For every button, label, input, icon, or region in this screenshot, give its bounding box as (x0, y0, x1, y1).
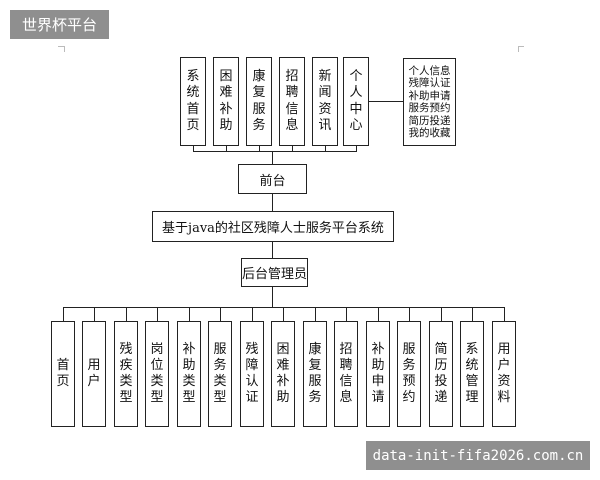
backend-module-label: 首页 (56, 357, 70, 389)
personal-center-item: 补助申请 (408, 89, 451, 102)
backend-module-label: 用户 (87, 357, 101, 389)
connector-frontend-drop (259, 146, 260, 152)
backend-module-service-booking: 服务预约 (397, 321, 421, 427)
watermark-logo-top: 世界杯平台 (10, 10, 109, 39)
connector-frontend-drop (193, 146, 194, 152)
connector-backend-drop (126, 307, 127, 321)
backend-module-label: 招聘信息 (339, 341, 353, 406)
connector-backend-stem (272, 287, 273, 307)
backend-module-resume-submit: 简历投递 (429, 321, 453, 427)
corner-mark-left-h (58, 46, 64, 47)
corner-mark-right (518, 46, 519, 52)
frontend-module-label: 个人中心 (349, 69, 363, 133)
frontend-module-label: 系统首页 (186, 69, 200, 133)
connector-backend-drop (157, 307, 158, 321)
backend-module-system-admin: 系统管理 (460, 321, 484, 427)
backend-module-label: 残障认证 (245, 341, 259, 406)
personal-center-item: 简历投递 (408, 114, 451, 127)
frontend-module-label: 康复服务 (252, 69, 266, 133)
frontend-module-rehab-service: 康复服务 (246, 57, 272, 146)
connector-frontend-drop (292, 146, 293, 152)
backend-module-label: 简历投递 (434, 341, 448, 406)
backend-module-label: 服务类型 (213, 341, 227, 406)
frontend-module-label: 招聘信息 (285, 69, 299, 133)
frontend-module-personal-center: 个人中心 (343, 57, 369, 146)
connector-backend-drop (63, 307, 64, 321)
corner-mark-right-h (518, 46, 524, 47)
personal-center-item: 服务预约 (408, 102, 451, 114)
frontend-module-job-info: 招聘信息 (279, 57, 305, 146)
backend-module-label: 服务预约 (402, 341, 416, 406)
frontend-node: 前台 (238, 164, 307, 194)
frontend-node-label: 前台 (259, 173, 286, 189)
connector-personal-center-detail (369, 101, 403, 102)
connector-frontend-drop (356, 146, 357, 152)
personal-center-detail: 个人信息 残障认证 补助申请 服务预约 简历投递 我的收藏 (403, 58, 456, 146)
connector-backend-drop (409, 307, 410, 321)
personal-center-item: 残障认证 (408, 77, 451, 89)
backend-module-service-type: 服务类型 (208, 321, 232, 427)
connector-root-backend (272, 242, 273, 258)
connector-backend-drop (441, 307, 442, 321)
connector-frontend-drop (325, 146, 326, 152)
backend-module-label: 岗位类型 (150, 341, 164, 406)
backend-module-subsidy-type: 补助类型 (177, 321, 201, 427)
root-system-label: 基于java的社区残障人士服务平台系统 (162, 221, 384, 236)
root-system-node: 基于java的社区残障人士服务平台系统 (152, 211, 394, 242)
connector-backend-drop (220, 307, 221, 321)
backend-module-label: 困难补助 (276, 341, 290, 406)
frontend-module-system-home: 系统首页 (180, 57, 206, 146)
backend-admin-node: 后台管理员 (241, 258, 308, 287)
backend-module-home: 首页 (51, 321, 75, 427)
connector-backend-drop (94, 307, 95, 321)
connector-frontend-stem (272, 151, 273, 164)
backend-admin-label: 后台管理员 (242, 267, 308, 282)
watermark-url-bottom: data-init-fifa2026.com.cn (366, 441, 590, 470)
connector-frontend-bus (193, 151, 357, 152)
frontend-module-hardship-subsidy: 困难补助 (213, 57, 239, 146)
connector-backend-drop (346, 307, 347, 321)
frontend-module-news: 新闻资讯 (312, 57, 338, 146)
backend-module-label: 系统管理 (465, 341, 479, 406)
connector-backend-drop (189, 307, 190, 321)
backend-module-job-info: 招聘信息 (334, 321, 358, 427)
connector-backend-drop (378, 307, 379, 321)
backend-module-label: 补助类型 (182, 341, 196, 406)
backend-module-subsidy-apply: 补助申请 (366, 321, 390, 427)
connector-frontend-drop (226, 146, 227, 152)
backend-module-position-type: 岗位类型 (145, 321, 169, 427)
backend-module-user-profile: 用户资料 (492, 321, 516, 427)
backend-module-label: 残疾类型 (119, 341, 133, 406)
backend-module-rehab-service: 康复服务 (303, 321, 327, 427)
personal-center-item: 我的收藏 (408, 127, 451, 139)
backend-module-hardship-subsidy: 困难补助 (271, 321, 295, 427)
backend-module-label: 用户资料 (497, 341, 511, 406)
connector-backend-drop (504, 307, 505, 321)
backend-module-label: 康复服务 (308, 341, 322, 406)
frontend-module-label: 新闻资讯 (318, 69, 332, 133)
personal-center-item: 个人信息 (408, 64, 451, 77)
backend-module-users: 用户 (82, 321, 106, 427)
connector-frontend-root (272, 194, 273, 211)
backend-module-disability-type: 残疾类型 (114, 321, 138, 427)
connector-backend-drop (472, 307, 473, 321)
frontend-module-label: 困难补助 (219, 69, 233, 133)
backend-module-label: 补助申请 (371, 341, 385, 406)
connector-backend-drop (252, 307, 253, 321)
connector-backend-drop (315, 307, 316, 321)
connector-backend-drop (283, 307, 284, 321)
corner-mark-left (64, 46, 65, 52)
backend-module-disability-cert: 残障认证 (240, 321, 264, 427)
